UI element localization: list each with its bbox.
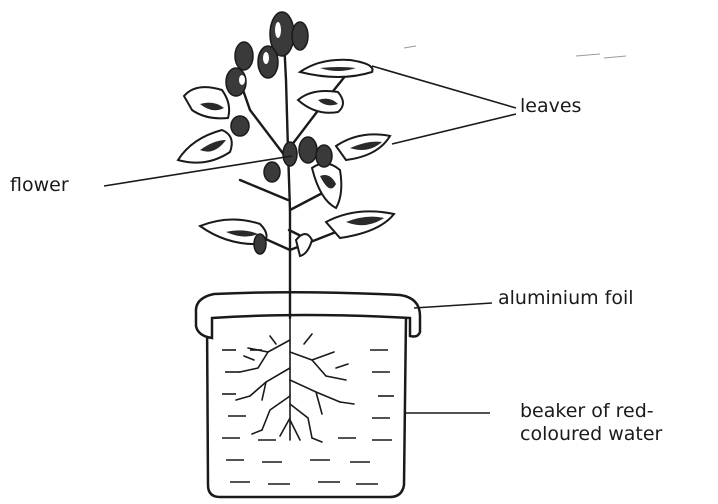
- label-beaker-line2: coloured water: [520, 423, 662, 446]
- leaves-leader-lower: [392, 114, 516, 144]
- aluminium-foil: [196, 292, 420, 338]
- roots: [236, 318, 354, 442]
- label-flower: flower: [10, 174, 69, 197]
- label-leaves: leaves: [520, 95, 581, 118]
- label-aluminium-foil: aluminium foil: [498, 287, 634, 310]
- flower-buds: [226, 12, 332, 254]
- foil-leader: [414, 303, 492, 308]
- leaves-leader-upper: [372, 66, 516, 108]
- label-beaker-line1: beaker of red-: [520, 400, 662, 423]
- label-beaker: beaker of red- coloured water: [520, 400, 662, 446]
- scan-marks: [404, 46, 626, 58]
